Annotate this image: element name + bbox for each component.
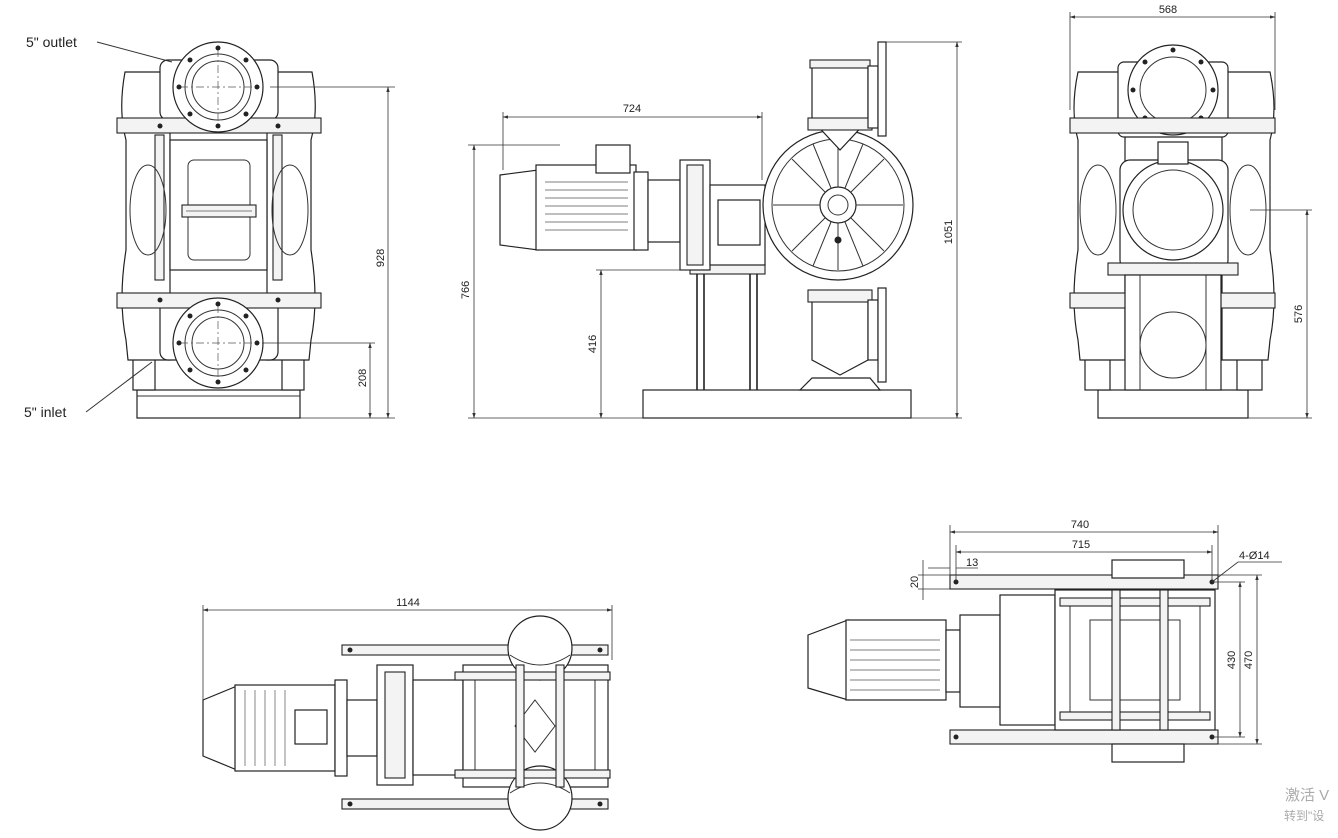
dim-rear-height: 576	[1293, 305, 1305, 323]
dim-base-outer-depth: 470	[1243, 651, 1255, 669]
side-base-plate	[642, 389, 912, 419]
base-plan-view: 740 715 13 20 4-Ø14 430 470	[807, 519, 1282, 763]
dim-base-hole-depth: 430	[1226, 651, 1238, 669]
dim-side-width: 724	[623, 103, 641, 115]
top-view: 1144	[202, 597, 613, 831]
base-motor-end-cap	[807, 619, 849, 701]
dim-side-total-height: 1051	[943, 220, 955, 244]
side-outlet-flange	[877, 41, 887, 137]
dim-base-hole-span: 715	[1072, 539, 1090, 551]
rear-base-plate	[1097, 389, 1249, 419]
base-lower-rail	[949, 729, 1219, 745]
dim-base-outer-width: 740	[1071, 519, 1089, 531]
top-lower-rail	[341, 798, 609, 810]
side-terminal-box	[595, 144, 631, 174]
side-motor-body	[535, 164, 637, 251]
rear-view: 568 576	[1069, 4, 1312, 419]
watermark-line1: 激活 V	[1285, 787, 1329, 804]
dim-side-motor-height: 766	[460, 281, 472, 299]
dim-base-edge-offset: 13	[966, 557, 978, 569]
rear-left-chamber	[1073, 71, 1126, 361]
side-view: 724 766 416 1051	[460, 41, 962, 419]
dim-top-length: 1144	[396, 597, 420, 609]
dim-base-thickness: 20	[909, 576, 921, 588]
base-pump-body	[1054, 589, 1216, 731]
rear-motor-flange	[1122, 159, 1224, 261]
hole-spec-label: 4-Ø14	[1239, 550, 1270, 562]
dim-front-inlet-height: 208	[357, 369, 369, 387]
side-inlet-flange	[877, 287, 887, 383]
top-upper-rail	[341, 644, 609, 656]
dim-front-height: 928	[375, 249, 387, 267]
front-view: 5" outlet 5" inlet 928 208	[24, 34, 395, 420]
side-motor-end-cap	[499, 169, 539, 251]
inlet-label: 5" inlet	[24, 404, 66, 420]
watermark-line2: 转到"设	[1284, 808, 1324, 823]
rear-outlet-flange	[1127, 44, 1219, 136]
outlet-label: 5" outlet	[26, 34, 77, 50]
top-motor-end-cap	[202, 685, 238, 771]
dim-rear-width: 568	[1159, 4, 1177, 16]
front-base-plate	[136, 389, 301, 419]
dim-side-base-height: 416	[587, 335, 599, 353]
rear-right-chamber	[1221, 71, 1275, 361]
